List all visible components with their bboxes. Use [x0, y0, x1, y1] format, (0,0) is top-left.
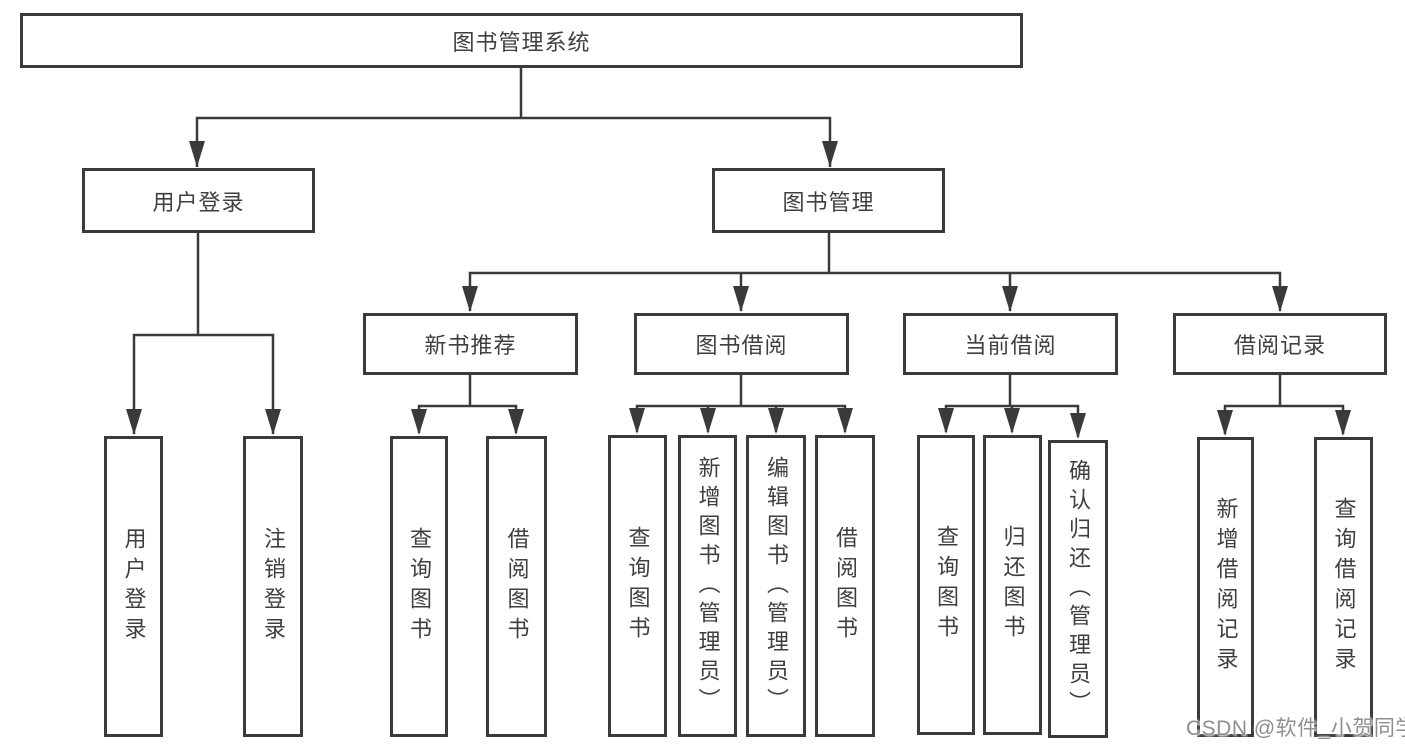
- node-label: 新增图书（管理员）: [695, 455, 721, 717]
- connector-arrow: [126, 409, 142, 435]
- node-label: 借阅图书: [833, 526, 858, 646]
- node-label: 查询借阅记录: [1331, 497, 1357, 677]
- node-label: 新书推荐: [424, 333, 517, 358]
- watermark: CSDN @软件_小贺同学: [1186, 717, 1405, 740]
- connector-arrow: [1002, 286, 1018, 312]
- connector-user-login-bracket: [132, 333, 275, 434]
- node-label: 图书管理系统: [452, 29, 591, 55]
- node-label: 用户登录: [152, 189, 245, 215]
- connector-arrow: [1004, 408, 1020, 434]
- connector-arrow: [1272, 286, 1288, 312]
- leaf-add-books-admin: 新增图书（管理员）: [678, 435, 737, 737]
- node-label: 新增借阅记录: [1213, 497, 1239, 677]
- connector-arrow: [411, 409, 427, 435]
- connector-arrowheads: [126, 141, 1351, 439]
- leaf-query-books-recommend: 查询图书: [390, 436, 448, 737]
- leaf-logout: 注销登录: [243, 436, 303, 737]
- connector-arrow: [938, 408, 954, 434]
- node-label: 当前借阅: [964, 333, 1057, 358]
- leaf-user-login: 用户登录: [104, 436, 163, 737]
- node-label: 归还图书: [1000, 525, 1026, 645]
- node-label: 借阅记录: [1233, 333, 1326, 358]
- connector-arrow: [189, 141, 205, 167]
- connector-level2-bracket: [195, 116, 832, 167]
- connector-arrow: [700, 408, 716, 434]
- connector-arrow: [1070, 413, 1086, 439]
- node-current-borrow: 当前借阅: [903, 313, 1118, 375]
- leaf-edit-books-admin: 编辑图书（管理员）: [746, 435, 806, 737]
- connector-arrow: [1335, 410, 1351, 436]
- node-label: 编辑图书（管理员）: [764, 455, 789, 717]
- leaf-query-books-borrow: 查询图书: [608, 435, 667, 737]
- node-book-management: 图书管理: [712, 168, 945, 233]
- node-new-book-recommend: 新书推荐: [363, 313, 578, 375]
- connector-arrow: [462, 286, 478, 312]
- leaf-borrow-books: 借阅图书: [815, 435, 875, 737]
- leaf-return-books: 归还图书: [983, 435, 1042, 735]
- node-user-login: 用户登录: [82, 168, 315, 233]
- connector-borrow-bracket: [635, 404, 847, 432]
- connector-arrow: [768, 408, 784, 434]
- node-label: 图书借阅: [695, 333, 788, 358]
- connector-arrow: [837, 408, 853, 434]
- connector-arrow: [265, 409, 281, 435]
- node-borrow-records: 借阅记录: [1173, 313, 1387, 375]
- node-label: 查询图书: [407, 526, 432, 647]
- node-label: 用户登录: [121, 526, 147, 647]
- connector-arrow: [822, 141, 838, 167]
- connector-level3-bracket: [468, 271, 1282, 311]
- leaf-confirm-return-admin: 确认归还（管理员）: [1048, 440, 1108, 738]
- node-library-system: 图书管理系统: [20, 13, 1023, 68]
- node-label: 查询图书: [625, 526, 651, 646]
- node-label: 借阅图书: [504, 526, 530, 647]
- connector-records-bracket: [1223, 404, 1345, 434]
- node-label: 图书管理: [782, 189, 875, 215]
- connector-arrow: [508, 409, 524, 435]
- leaf-borrow-books-recommend: 借阅图书: [486, 436, 547, 737]
- connector-arrow: [1217, 410, 1233, 436]
- node-label: 注销登录: [261, 526, 286, 647]
- node-label: 查询图书: [934, 525, 959, 645]
- leaf-query-books-current: 查询图书: [917, 435, 975, 735]
- node-label: 确认归还（管理员）: [1066, 458, 1091, 720]
- node-book-borrow: 图书借阅: [634, 313, 849, 375]
- connector-recommend-bracket: [417, 404, 518, 433]
- leaf-add-borrow-record: 新增借阅记录: [1197, 437, 1254, 737]
- connector-arrow: [733, 286, 749, 312]
- leaf-query-borrow-record: 查询借阅记录: [1314, 437, 1373, 737]
- connector-arrow: [629, 408, 645, 434]
